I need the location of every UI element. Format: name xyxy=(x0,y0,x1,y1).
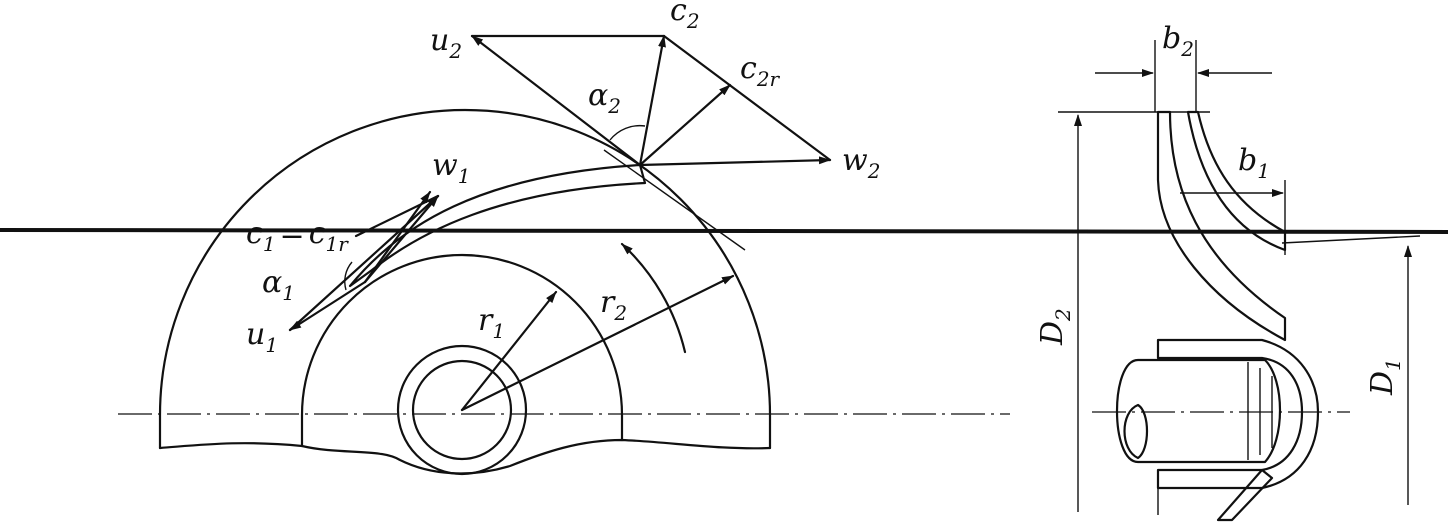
front-shroud xyxy=(1186,110,1287,252)
hub-inner-ring xyxy=(411,359,513,461)
label-c1-equals-c1r: c1=c1r xyxy=(246,216,349,256)
label-D2: D2 xyxy=(1035,308,1075,346)
rotation-arrow xyxy=(620,242,687,354)
label-b2: b2 xyxy=(1162,21,1194,61)
label-w1: w1 xyxy=(432,148,470,188)
impeller-blade xyxy=(348,163,647,288)
back-shroud xyxy=(1156,110,1287,342)
section-lower-break xyxy=(1216,468,1274,522)
w1-vector xyxy=(363,190,432,284)
shaft xyxy=(1116,358,1281,464)
outlet-velocity-triangle xyxy=(470,34,832,167)
hub-section xyxy=(1156,338,1320,490)
inner-disc-outline xyxy=(300,253,624,448)
c2r-vector xyxy=(638,83,732,167)
label-D1: D1 xyxy=(1365,358,1405,396)
label-r1: r1 xyxy=(478,303,505,343)
c2-vector xyxy=(638,34,666,167)
label-w2: w2 xyxy=(842,143,880,183)
label-b1: b1 xyxy=(1238,143,1270,183)
labels: u2 c2 c2r w2 α2 w1 c1=c1r α1 u1 r1 r2 b2… xyxy=(246,0,1405,396)
u1-vector xyxy=(288,280,367,332)
D1-ext xyxy=(1281,235,1421,244)
radius-r2-arrow xyxy=(460,274,735,412)
impeller-cross-section xyxy=(1058,40,1421,522)
horizontal-reference-line xyxy=(0,228,1448,234)
c2-to-w2-edge xyxy=(662,34,832,162)
label-u2: u2 xyxy=(430,23,462,63)
break-line xyxy=(158,438,772,475)
alpha1-arc xyxy=(344,261,353,291)
label-alpha1: α1 xyxy=(262,265,295,305)
label-r2: r2 xyxy=(600,285,627,325)
inlet-velocity-triangle xyxy=(288,190,440,332)
shaft-end-cut xyxy=(1123,403,1148,460)
radius-r1-arrow xyxy=(460,290,558,412)
outer-disc-outline xyxy=(158,108,772,450)
u2-vector xyxy=(470,34,642,167)
label-alpha2: α2 xyxy=(588,78,621,118)
w2-vector xyxy=(638,156,832,167)
hub-outer-ring xyxy=(396,344,528,476)
label-c2r: c2r xyxy=(740,51,781,91)
alpha2-arc xyxy=(609,124,646,141)
label-c2: c2 xyxy=(670,0,700,33)
c1-vector xyxy=(363,194,440,284)
outlet-tangent xyxy=(603,149,746,251)
c1-to-u1-edge xyxy=(288,194,440,332)
label-u1: u1 xyxy=(246,317,278,357)
impeller-wheel xyxy=(118,34,1010,476)
